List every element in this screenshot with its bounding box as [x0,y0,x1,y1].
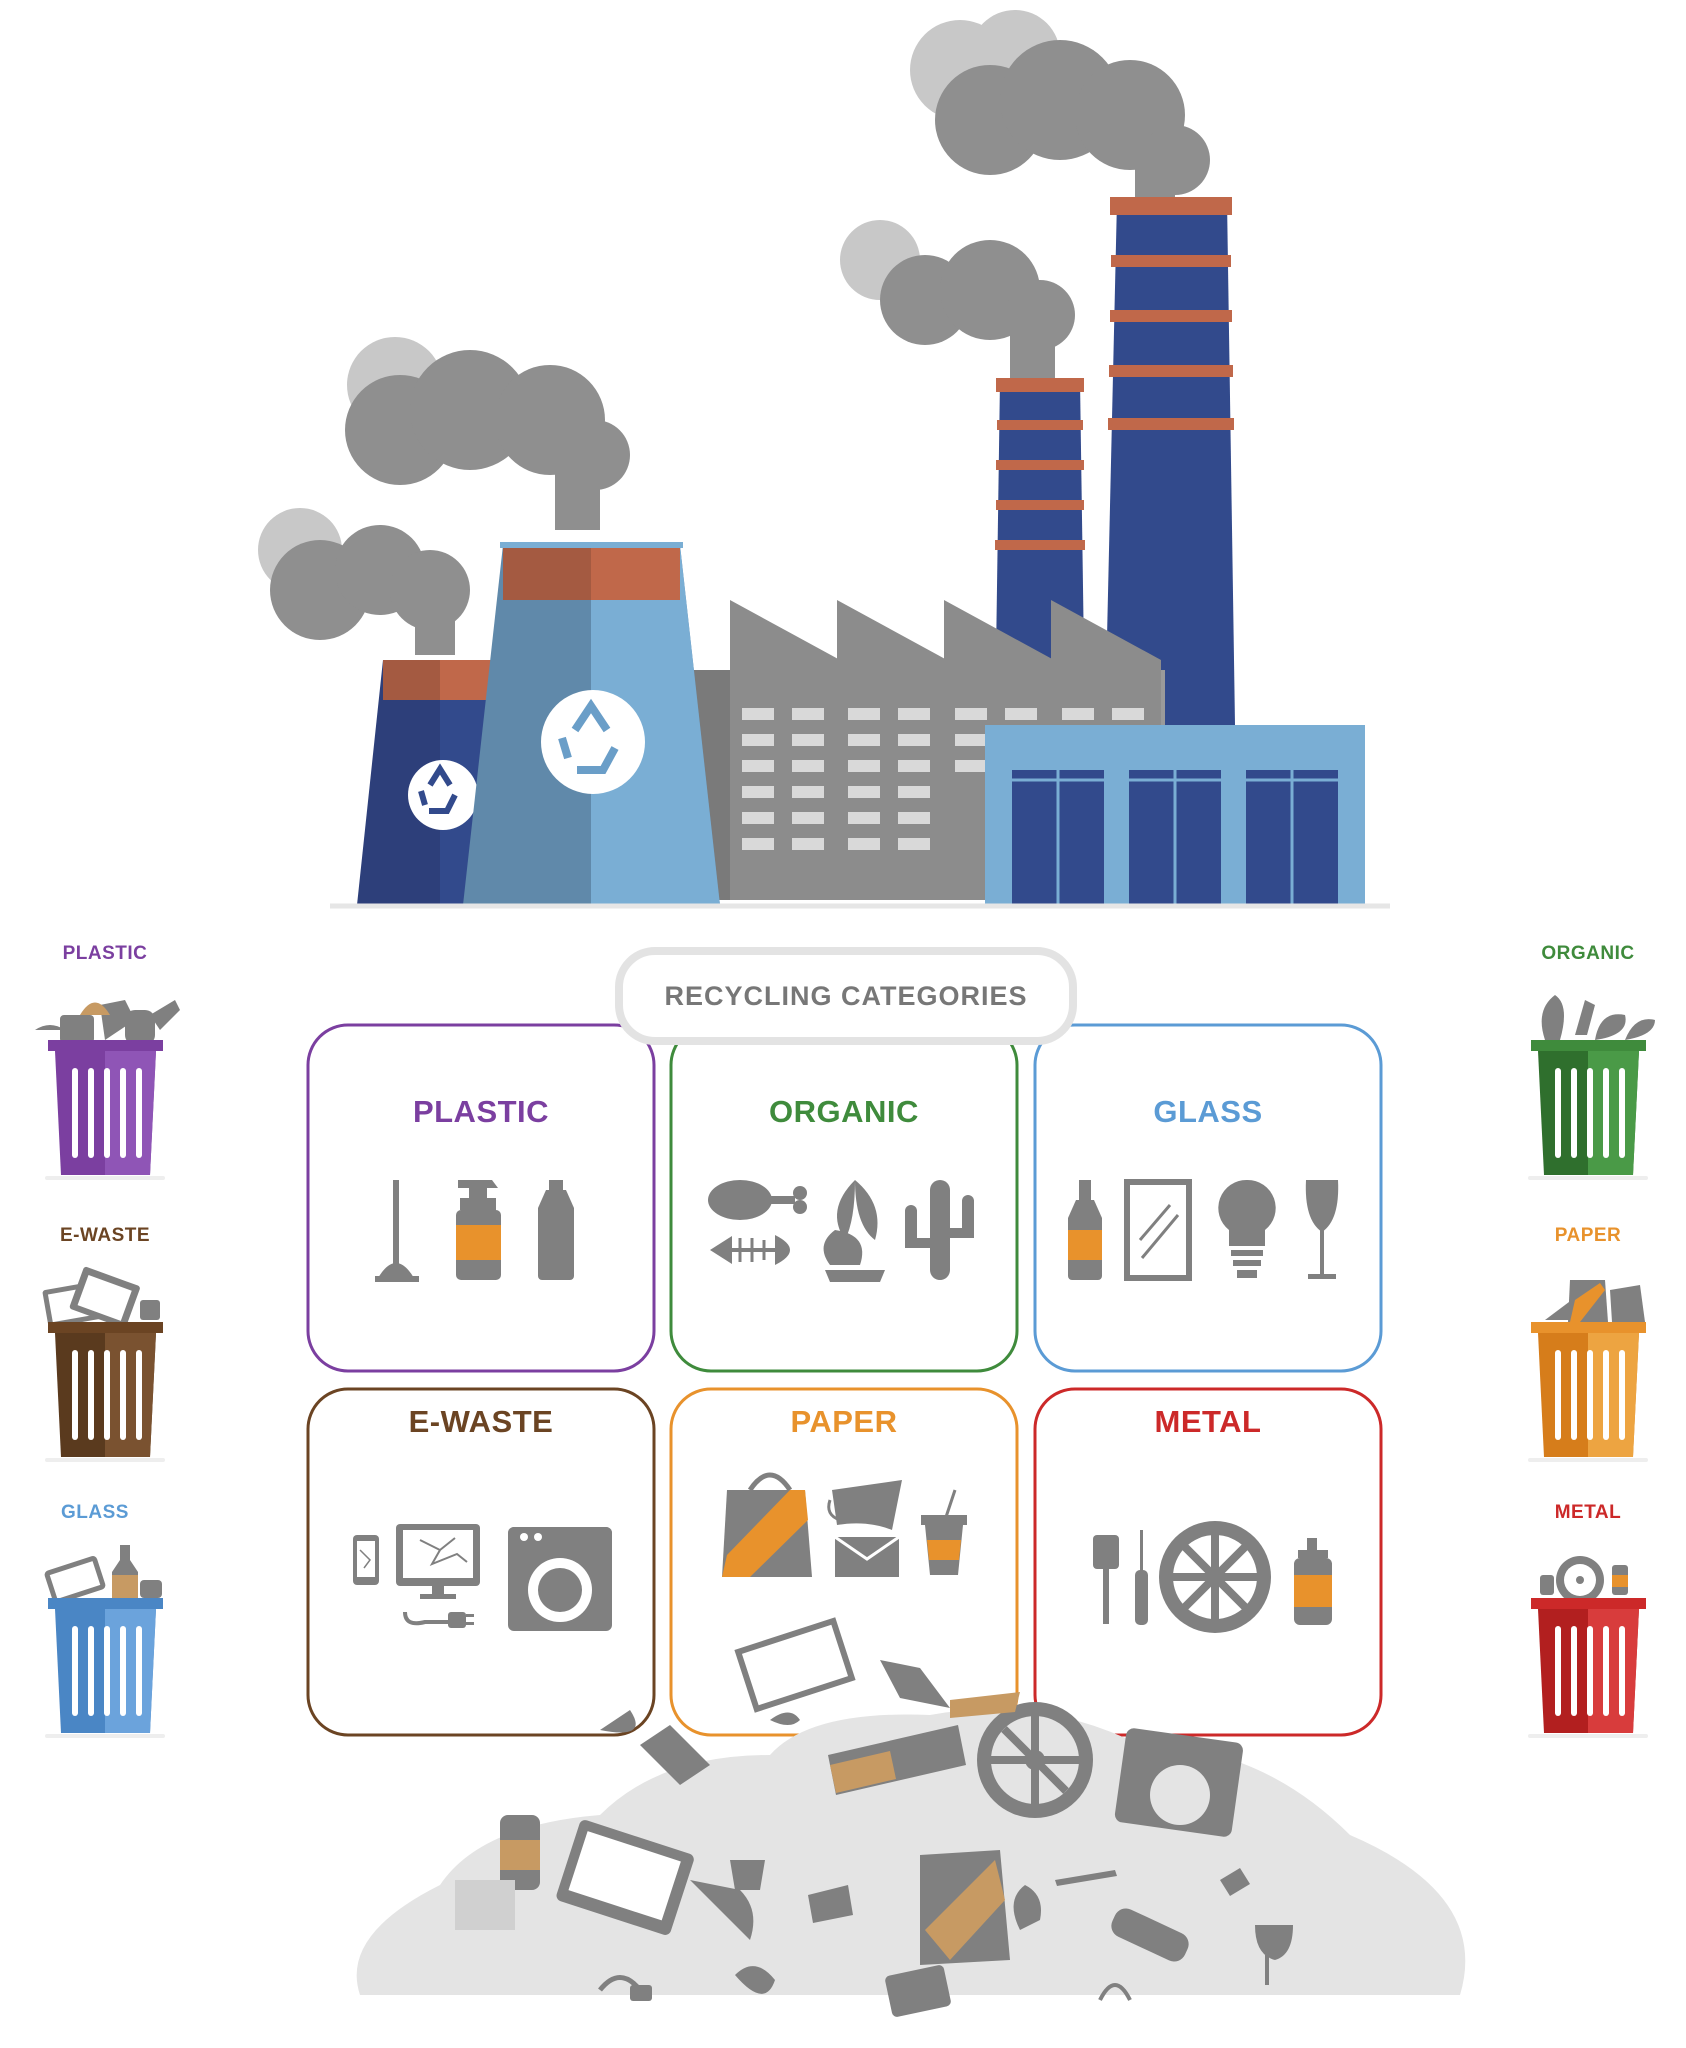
fish-bone-icon [710,1235,790,1265]
spray-can-icon [1294,1538,1332,1625]
card-title-plastic: PLASTIC [412,1094,550,1129]
glass-icons [1068,1179,1339,1281]
paper-sheet-icon [827,1480,902,1530]
plastic-icons [375,1180,574,1282]
card-title-paper: PAPER [790,1404,898,1439]
bin-glass [44,1545,163,1733]
bin-metal [1531,1556,1646,1733]
bin-shadows [45,1176,1648,1738]
badge-label: RECYCLING CATEGORIES [664,980,1028,1011]
glass-bottle-icon [1068,1180,1102,1280]
screwdriver-icon [1135,1530,1148,1625]
bin-label-glass: GLASS [61,1502,129,1523]
washing-machine-icon [508,1527,612,1631]
metal-icons [1093,1521,1332,1633]
card-title-metal: METAL [1154,1404,1262,1439]
paper-cup-icon [921,1489,967,1575]
plant-icon [823,1180,885,1282]
plug-icon [403,1611,474,1628]
bin-plastic [35,1000,180,1175]
recycle-icon [408,760,478,830]
card-title-glass: GLASS [1153,1094,1263,1129]
card-ewaste[interactable] [306,1387,656,1737]
garbage-pile [356,1617,1466,2017]
paper-icons [722,1472,967,1577]
envelope-icon [834,1535,900,1577]
bin-ewaste [42,1266,163,1457]
bin-label-organic: ORGANIC [1541,943,1635,964]
wine-glass-icon [1305,1180,1339,1279]
recycling-categories-badge: RECYCLING CATEGORIES [615,947,1077,1045]
spatula-icon [1093,1535,1119,1624]
organic-icons [708,1180,974,1282]
chicken-leg-icon [708,1180,807,1220]
bin-plastic-trash [35,1000,180,1045]
bin-label-ewaste: E-WASTE [59,1225,151,1246]
card-glass[interactable] [1033,1023,1383,1373]
wheel-icon [1159,1521,1271,1633]
office-block [985,725,1365,905]
spray-bottle-icon [456,1180,501,1280]
phone-icon [353,1535,379,1585]
cooling-tower-large [463,542,720,905]
smoke-clouds [258,10,1210,655]
cactus-icon [905,1180,974,1280]
recycle-icon [541,690,645,794]
broken-monitor-icon [396,1524,480,1599]
bin-paper [1531,1280,1646,1457]
window-pane-icon [1124,1179,1192,1281]
tall-chimney-right [1105,197,1235,725]
bin-label-paper: PAPER [1554,1225,1622,1246]
bin-label-plastic: PLASTIC [62,943,148,964]
paper-bag-icon [722,1472,812,1577]
bin-label-metal: METAL [1554,1502,1622,1523]
card-title-organic: ORGANIC [769,1094,919,1129]
plunger-icon [375,1180,419,1282]
factory-illustration [258,10,1390,909]
card-title-ewaste: E-WASTE [408,1404,554,1439]
bin-organic [1531,995,1655,1175]
ewaste-icons [353,1524,612,1631]
light-bulb-icon [1218,1179,1276,1278]
plastic-bottle-icon [538,1180,574,1280]
